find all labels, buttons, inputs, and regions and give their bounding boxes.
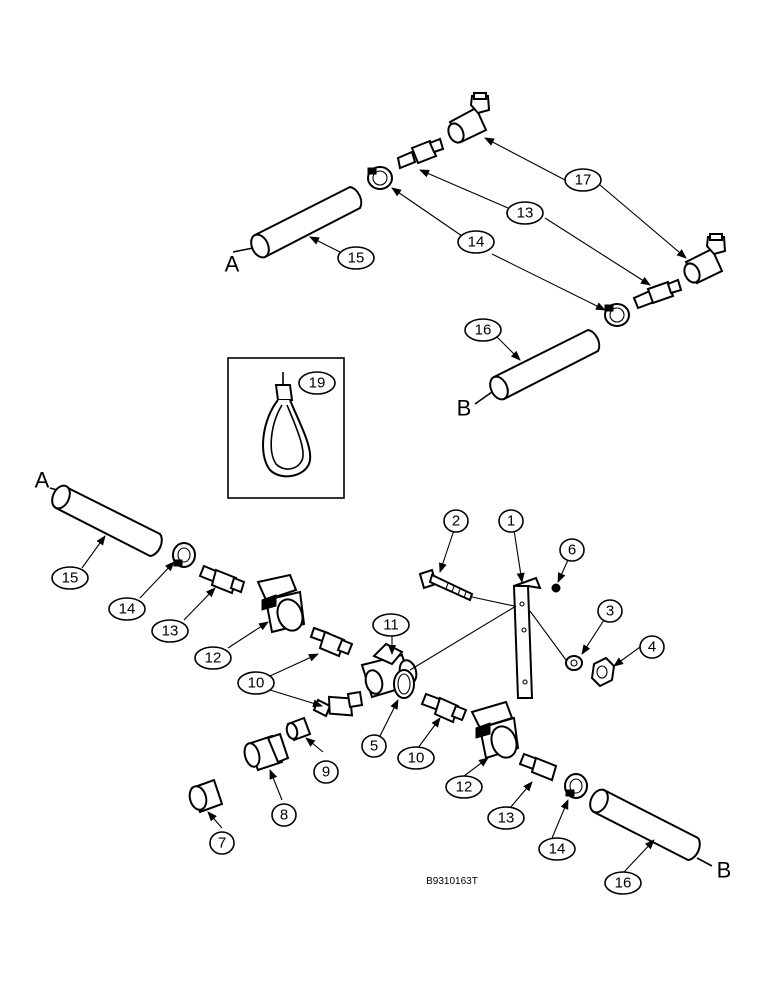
hose-clamp-14-bottom-right xyxy=(564,773,588,799)
figure-code: B9310163T xyxy=(426,876,478,887)
callout-15-top: 15 xyxy=(337,246,375,270)
hose-16-bottom xyxy=(589,788,713,867)
svg-text:10: 10 xyxy=(408,750,425,767)
hose-barb-13-bottom-right xyxy=(518,752,558,782)
nut-4 xyxy=(590,656,616,688)
hose-15-top xyxy=(232,185,363,259)
callout-1: 1 xyxy=(498,509,524,533)
svg-text:10: 10 xyxy=(248,675,265,692)
hose-15-bottom xyxy=(49,484,163,558)
callout-7: 7 xyxy=(209,831,235,855)
end-label-b-bottom: B xyxy=(717,858,732,883)
nut-6 xyxy=(551,583,561,593)
hose-16-top xyxy=(474,328,601,405)
bracket-1 xyxy=(512,576,542,699)
bottom-assembly xyxy=(49,484,713,873)
callout-13-top: 13 xyxy=(506,201,544,225)
elbow-17-top xyxy=(447,92,491,144)
svg-text:11: 11 xyxy=(383,617,399,634)
ball-valve-12-right xyxy=(470,700,520,760)
callout-15: 15 xyxy=(51,566,89,590)
nipple-10-upper xyxy=(309,626,354,658)
hose-barb-13-right xyxy=(632,278,683,310)
callout-12-right: 12 xyxy=(445,775,483,799)
svg-text:12: 12 xyxy=(456,779,473,796)
callout-10-right: 10 xyxy=(397,746,435,770)
svg-text:13: 13 xyxy=(162,623,179,640)
svg-text:2: 2 xyxy=(452,513,460,530)
elbow-17-right xyxy=(683,233,727,285)
svg-text:5: 5 xyxy=(370,738,378,755)
callout-12: 12 xyxy=(194,646,232,670)
top-assembly xyxy=(232,92,727,405)
bolt-2 xyxy=(418,568,474,602)
svg-text:6: 6 xyxy=(568,542,576,559)
callout-13-right: 13 xyxy=(487,806,525,830)
hose-clamp-14-right xyxy=(604,303,630,327)
hose-clamp-14-left xyxy=(172,542,196,568)
callout-11: 11 xyxy=(372,613,410,637)
hose-barb-13-left xyxy=(198,564,246,595)
callout-10: 10 xyxy=(237,671,275,695)
callout-2: 2 xyxy=(443,509,469,533)
svg-text:13: 13 xyxy=(517,205,534,222)
svg-text:12: 12 xyxy=(205,650,222,667)
nipple-10-right xyxy=(420,692,468,724)
hose-barb-13-top xyxy=(396,137,445,170)
svg-text:8: 8 xyxy=(280,807,288,824)
callout-14-top: 14 xyxy=(457,230,495,254)
svg-text:14: 14 xyxy=(119,601,136,618)
svg-text:4: 4 xyxy=(648,639,656,656)
end-label-a-top: A xyxy=(225,252,240,277)
callout-3: 3 xyxy=(597,599,623,623)
bushing-9 xyxy=(285,716,312,742)
hose-clamp-14-top xyxy=(367,166,393,190)
callout-4: 4 xyxy=(639,635,665,659)
callout-13: 13 xyxy=(151,619,189,643)
callout-5: 5 xyxy=(361,734,387,758)
end-label-a-bottom: A xyxy=(35,468,50,493)
svg-text:16: 16 xyxy=(615,875,632,892)
svg-text:15: 15 xyxy=(62,570,79,587)
callout-19: 19 xyxy=(298,371,336,395)
svg-text:19: 19 xyxy=(309,375,326,392)
callout-16-top: 16 xyxy=(464,318,502,342)
svg-text:16: 16 xyxy=(475,322,492,339)
svg-text:3: 3 xyxy=(606,603,614,620)
ball-valve-12-left xyxy=(256,573,306,634)
svg-text:13: 13 xyxy=(498,810,515,827)
callout-14-right: 14 xyxy=(538,837,576,861)
callout-8: 8 xyxy=(271,803,297,827)
callout-9: 9 xyxy=(313,760,339,784)
washer-3 xyxy=(565,655,583,671)
svg-text:17: 17 xyxy=(575,172,592,189)
svg-text:1: 1 xyxy=(507,513,515,530)
callout-6: 6 xyxy=(559,538,585,562)
callout-16: 16 xyxy=(604,871,642,895)
end-label-b-top: B xyxy=(457,396,472,421)
o-ring-5 xyxy=(393,669,415,699)
svg-text:9: 9 xyxy=(322,764,330,781)
callout-14: 14 xyxy=(108,597,146,621)
svg-text:15: 15 xyxy=(348,250,365,267)
svg-text:7: 7 xyxy=(218,835,226,852)
adapter-8 xyxy=(243,732,290,772)
cap-7 xyxy=(188,778,224,814)
svg-text:14: 14 xyxy=(549,841,566,858)
svg-text:14: 14 xyxy=(468,234,485,251)
callout-17: 17 xyxy=(564,168,602,192)
